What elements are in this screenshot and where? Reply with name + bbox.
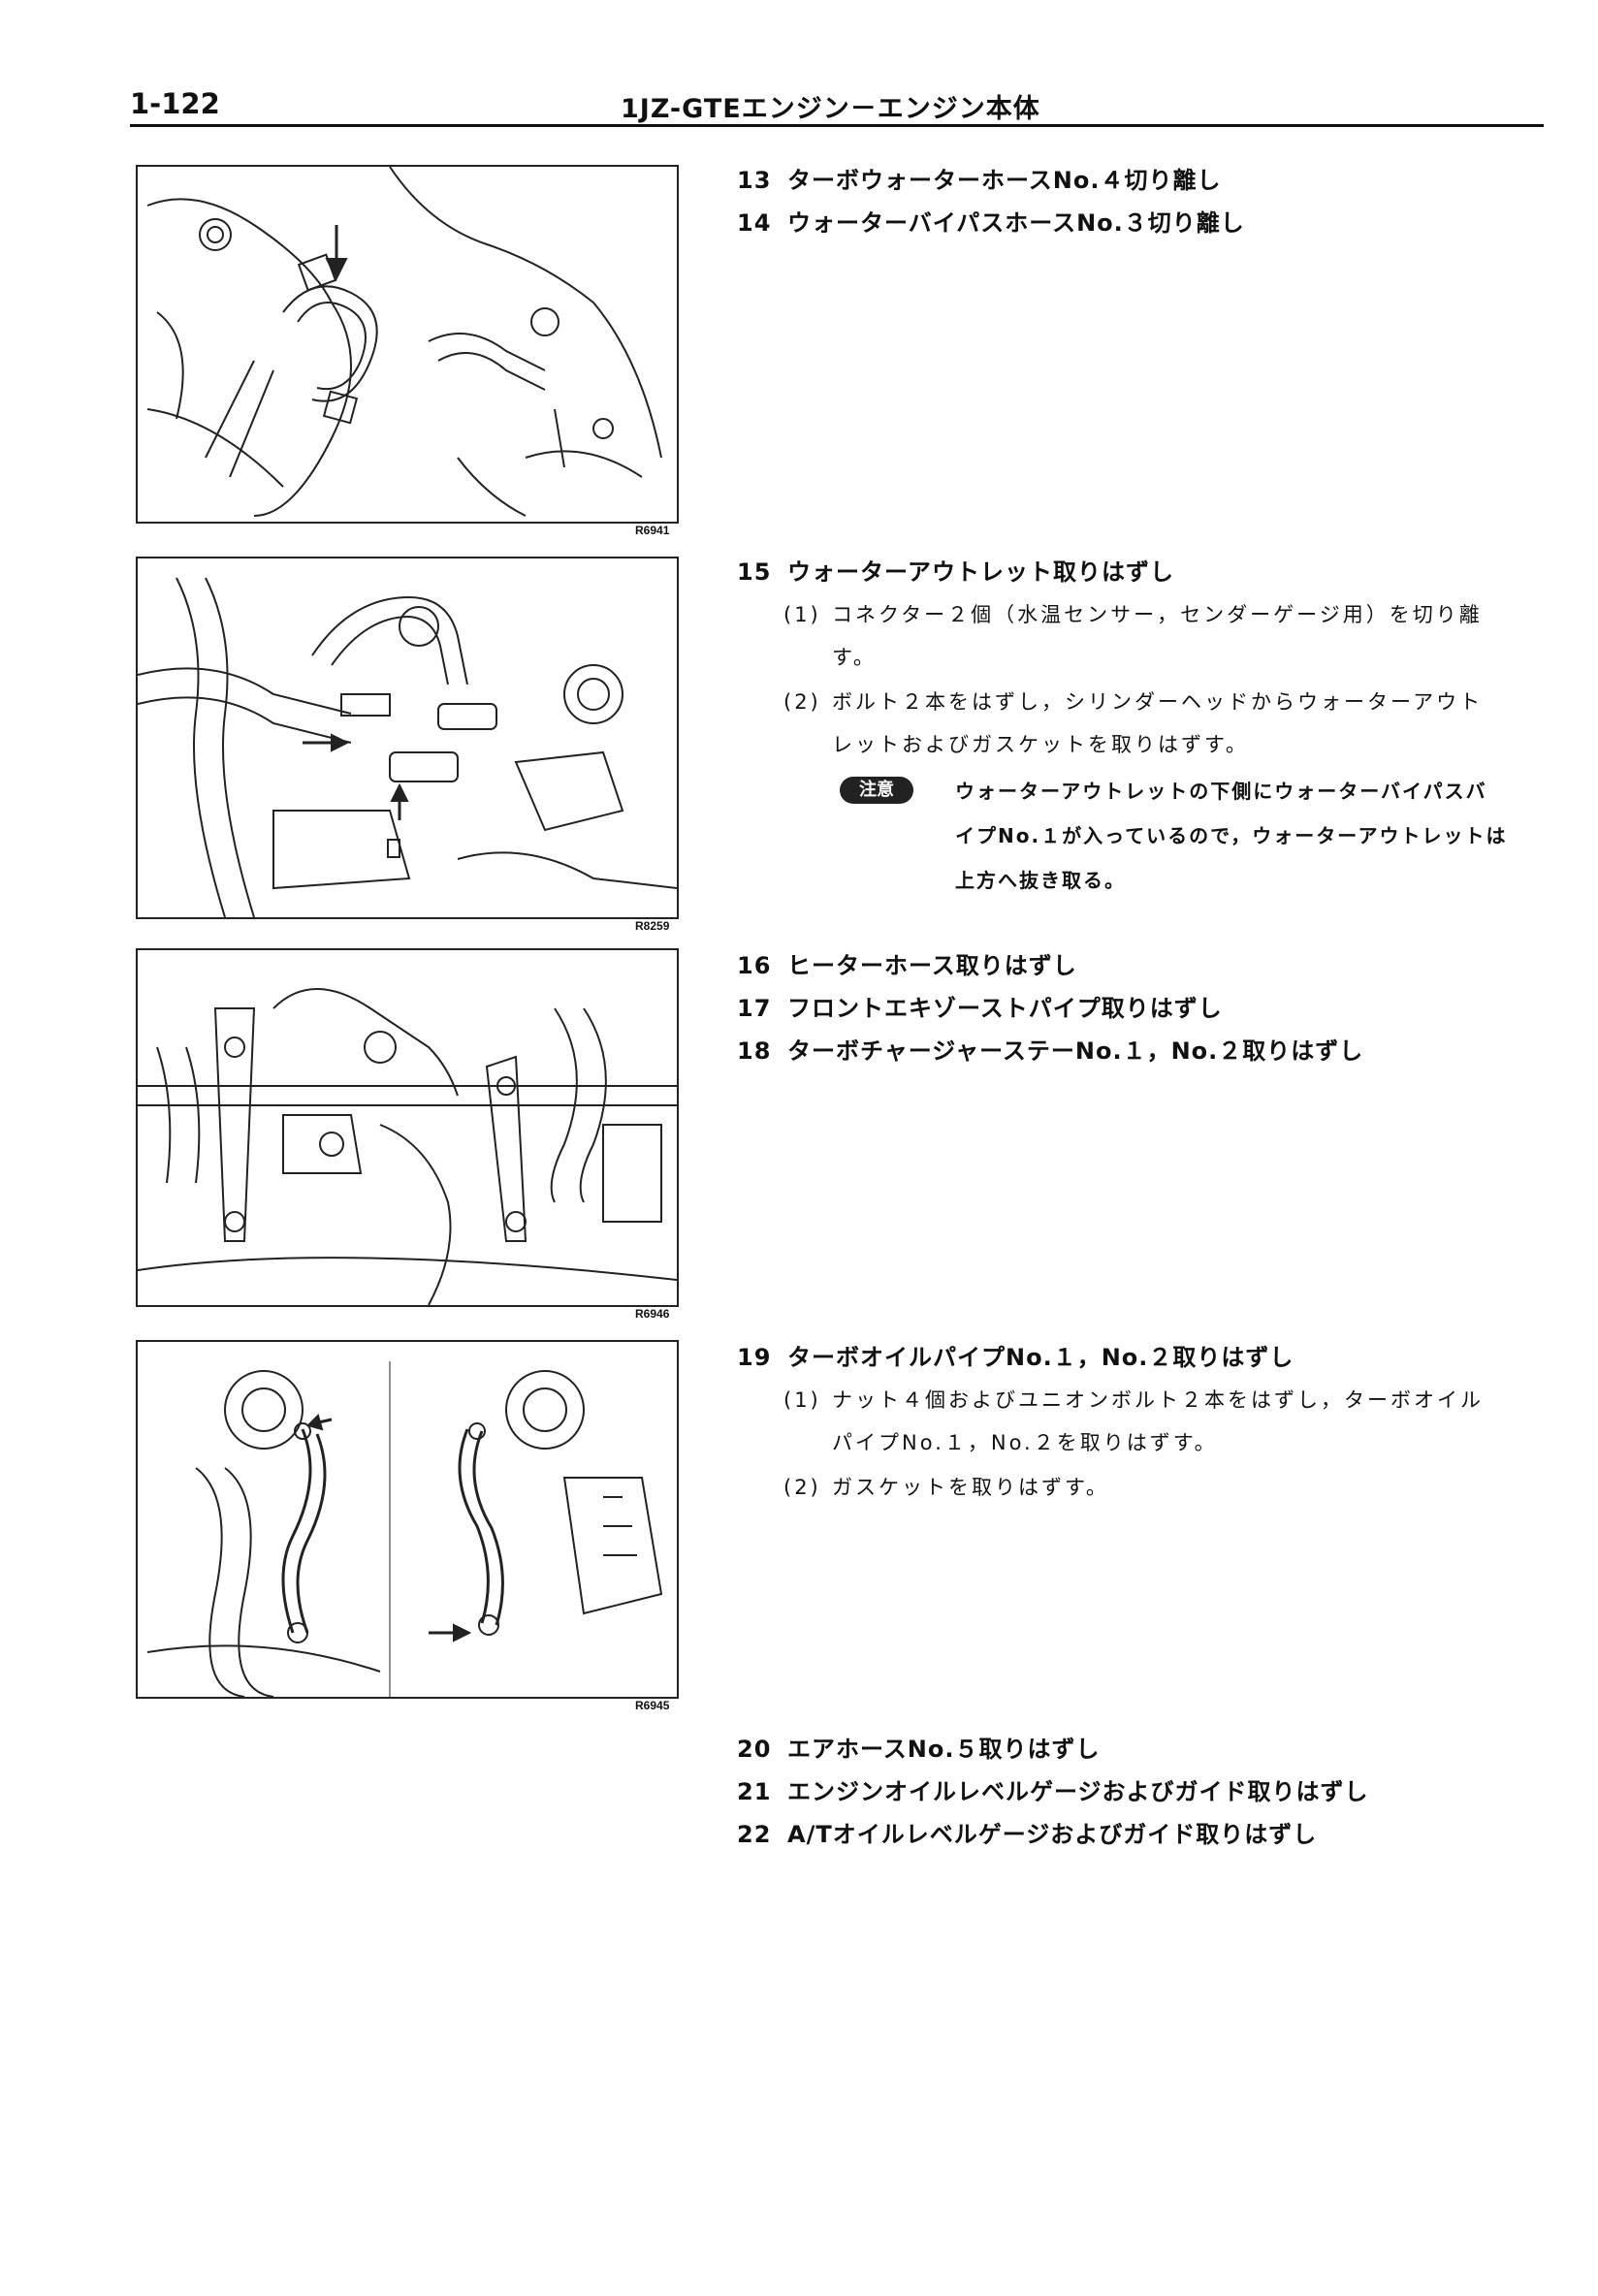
figure-turbo-oil-pipe xyxy=(136,1340,679,1699)
figure-turbo-water-hose xyxy=(136,165,679,524)
page-title: 1JZ-GTEエンジン－エンジン本体 xyxy=(621,94,1040,124)
caution-line-3: 上方へ抜き取る。 xyxy=(955,869,1126,892)
page-number: 1-122 xyxy=(130,87,220,120)
step-15-sub-1: (1)コネクター２個（水温センサー，センダーゲージ用）を切り離 xyxy=(783,603,1483,626)
step-19-sub-2: (2)ガスケットを取りはずす。 xyxy=(783,1476,1109,1499)
caution-line-2: イプNo.１が入っているので，ウォーターアウトレットは xyxy=(955,824,1508,847)
figure-code: R6945 xyxy=(635,1699,670,1712)
figure-code: R8259 xyxy=(635,919,670,933)
step-19-sub-1-cont: パイプNo.１，No.２を取りはずす。 xyxy=(832,1431,1218,1454)
figure-code: R6946 xyxy=(635,1307,670,1321)
figure-water-outlet xyxy=(136,557,679,919)
figure-turbo-stay xyxy=(136,948,679,1307)
step-15-sub-2-cont: レットおよびガスケットを取りはずす。 xyxy=(832,733,1249,756)
header-rule xyxy=(130,124,1544,127)
step-15-sub-2: (2)ボルト２本をはずし，シリンダーヘッドからウォーターアウト xyxy=(783,690,1484,714)
step-15-sub-1-cont: す。 xyxy=(832,646,877,669)
figure-code: R6941 xyxy=(635,524,670,537)
caution-badge: 注意 xyxy=(840,777,913,804)
caution-line-1: ウォーターアウトレットの下側にウォーターバイパスバ xyxy=(955,780,1487,803)
step-19-sub-1: (1)ナット４個およびユニオンボルト２本をはずし，ターボオイル xyxy=(783,1388,1484,1412)
